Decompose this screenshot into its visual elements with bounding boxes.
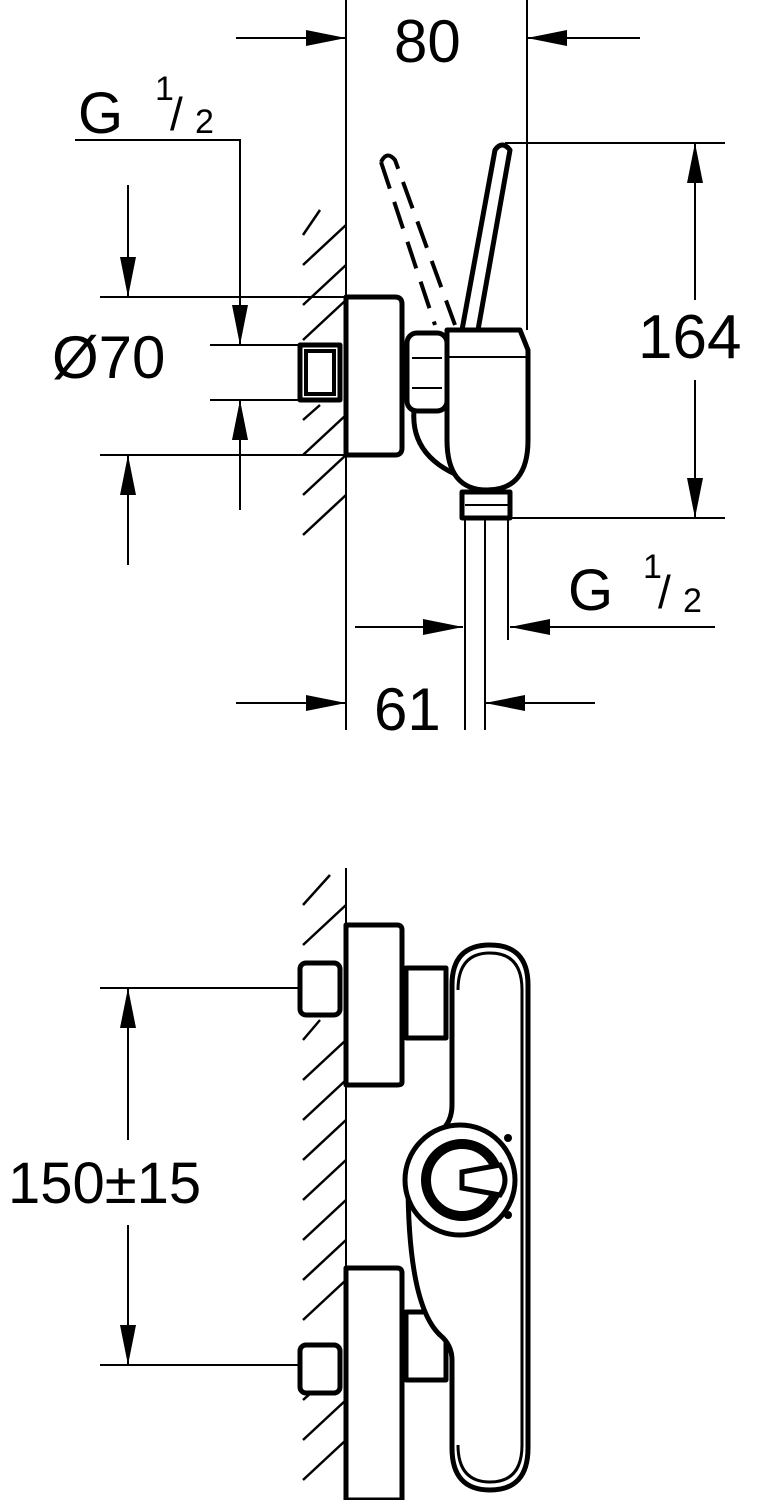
inlet-spacing-label: 150±15 xyxy=(8,1151,201,1216)
height-label: 164 xyxy=(638,303,741,372)
mixer-body xyxy=(444,327,531,493)
union-nut xyxy=(404,330,450,414)
thread-outlet-label: G xyxy=(568,558,613,623)
scale-dot xyxy=(504,1134,512,1142)
side-view: 80 G 1 / 2 Ø70 xyxy=(52,0,741,743)
upper-escutcheon xyxy=(343,922,405,1088)
thread-inlet-label: G xyxy=(78,81,123,146)
thread-outlet-numerator: 1 xyxy=(643,548,662,586)
upper-inlet-connector xyxy=(297,960,343,1018)
outlet-offset-label: 61 xyxy=(374,676,441,743)
diameter-label: Ø70 xyxy=(52,324,165,391)
wall-hatching xyxy=(302,874,347,1481)
thread-inlet-numerator: 1 xyxy=(155,70,174,108)
fraction-slash: / xyxy=(658,566,671,618)
fraction-slash: / xyxy=(170,88,183,140)
lower-inlet-connector xyxy=(297,1342,343,1396)
knob-indicator xyxy=(459,1162,508,1198)
wall-hatching xyxy=(301,209,347,536)
thread-outlet-denominator: 2 xyxy=(683,582,702,620)
lever-open-dashed xyxy=(379,153,457,326)
lower-escutcheon xyxy=(343,1265,405,1500)
front-view: 150±15 xyxy=(8,868,531,1500)
wall-escutcheon xyxy=(343,294,405,458)
dim-80-label: 80 xyxy=(394,8,461,75)
thread-inlet-denominator: 2 xyxy=(195,103,214,141)
lever-handle xyxy=(459,142,513,333)
scale-dot xyxy=(504,1211,512,1219)
upper-union-nut xyxy=(403,965,449,1041)
